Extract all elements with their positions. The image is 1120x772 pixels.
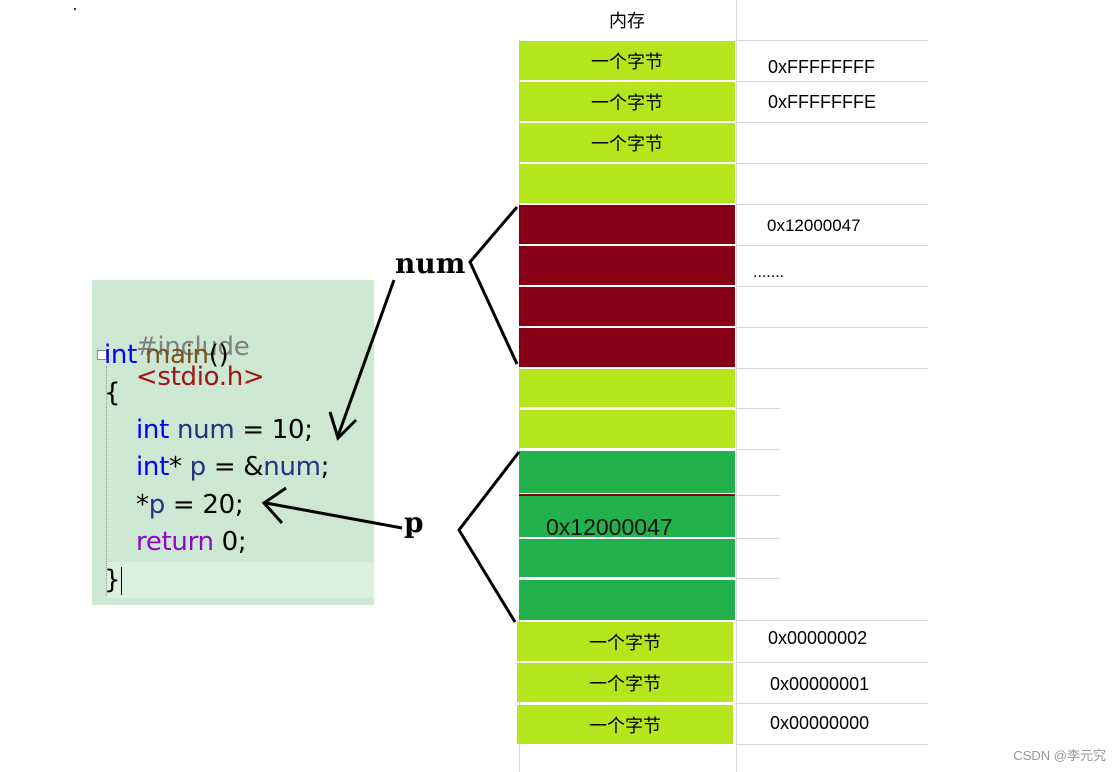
keyword-int: int — [136, 415, 169, 445]
include-header: <stdio.h> — [135, 362, 265, 392]
code-line-deref: *p = 20; — [136, 490, 244, 520]
address-label: 0xFFFFFFFE — [768, 92, 876, 112]
semicolon: ; — [320, 452, 330, 482]
byte-cell: 一个字节 — [519, 82, 735, 121]
p-byte-cell — [519, 451, 735, 493]
byte-label: 一个字节 — [591, 133, 663, 154]
label-p: p — [404, 506, 424, 539]
byte-cell — [519, 410, 735, 448]
text-caret — [121, 566, 123, 595]
num-byte-cell — [519, 205, 735, 244]
row-divider — [736, 204, 928, 205]
var-p-use: p — [148, 490, 166, 520]
byte-cell: 一个字节 — [517, 705, 733, 744]
fold-marker-icon — [97, 350, 107, 360]
row-divider — [736, 408, 780, 409]
code-line-open-brace: { — [104, 378, 121, 408]
assign-20: = 20; — [164, 490, 244, 520]
code-line-include: #include <stdio.h> — [104, 302, 265, 422]
p-bracket — [457, 451, 521, 623]
num-byte-cell — [519, 246, 735, 285]
byte-cell: 一个字节 — [517, 622, 733, 661]
row-divider — [736, 163, 928, 164]
table-column-divider — [736, 0, 737, 772]
watermark: CSDN @李元究 — [1013, 748, 1106, 763]
keyword-return: return — [136, 527, 214, 557]
byte-cell: 一个字节 — [517, 663, 733, 702]
memory-header: 内存 — [519, 0, 735, 40]
address-label: 0x12000047 — [767, 216, 861, 235]
row-divider — [736, 703, 928, 704]
address-label: 0x00000001 — [770, 674, 870, 694]
byte-cell — [519, 369, 735, 407]
num-byte-cell — [519, 328, 735, 367]
num-bracket — [468, 206, 519, 365]
row-divider — [736, 620, 928, 621]
row-divider — [736, 449, 780, 450]
main-parens: () — [208, 340, 229, 370]
ellipsis-label: ....... — [753, 264, 785, 281]
byte-label: 一个字节 — [591, 92, 663, 113]
row-divider — [736, 327, 928, 328]
row-divider — [736, 81, 928, 82]
var-p: p — [189, 452, 207, 482]
deref-star: * — [136, 490, 149, 520]
close-brace: } — [104, 565, 121, 595]
row-divider — [736, 538, 780, 539]
pointer-star: * — [169, 452, 190, 482]
label-num: num — [395, 247, 466, 280]
p-byte-cell — [519, 539, 735, 577]
code-panel: #include <stdio.h> int main() { int num … — [92, 280, 374, 605]
code-line-return: return 0; — [136, 527, 247, 557]
var-num: num — [176, 415, 235, 445]
stray-dot — [74, 8, 76, 10]
p-value-text: 0x12000047 — [546, 514, 673, 540]
keyword-int: int — [104, 340, 137, 370]
num-assign: = 10; — [234, 415, 313, 445]
byte-label: 一个字节 — [591, 51, 663, 72]
byte-cell — [519, 164, 735, 203]
row-divider — [736, 495, 780, 496]
row-divider — [736, 286, 928, 287]
byte-label: 一个字节 — [589, 632, 661, 653]
keyword-int: int — [136, 452, 169, 482]
var-num-ref: num — [263, 452, 321, 482]
memory-header-text: 内存 — [609, 11, 645, 31]
return-value: 0; — [213, 527, 247, 557]
byte-cell: 一个字节 — [519, 41, 735, 80]
include-directive: #include — [135, 332, 250, 362]
row-divider — [736, 578, 780, 579]
code-line-close-brace: } — [104, 565, 123, 595]
address-label: 0x00000002 — [768, 628, 868, 648]
row-divider — [736, 40, 928, 41]
address-label: 0xFFFFFFFF — [768, 57, 875, 77]
row-divider — [736, 122, 928, 123]
p-byte-cell — [519, 580, 735, 620]
address-of: = & — [205, 452, 264, 482]
code-line-num-decl: int num = 10; — [136, 415, 313, 445]
row-divider — [736, 368, 928, 369]
num-byte-cell — [519, 287, 735, 326]
code-line-main: int main() — [104, 340, 229, 370]
code-line-p-decl: int* p = &num; — [136, 452, 329, 482]
p-byte-cell — [519, 494, 735, 537]
function-main: main — [144, 340, 209, 370]
byte-label: 一个字节 — [589, 715, 661, 736]
current-line-highlight — [106, 562, 374, 598]
open-brace: { — [104, 378, 121, 408]
row-divider — [736, 245, 928, 246]
row-divider — [736, 744, 928, 745]
row-divider — [736, 662, 928, 663]
indent-guide — [106, 366, 108, 596]
address-label: 0x00000000 — [770, 713, 870, 733]
byte-label: 一个字节 — [589, 673, 661, 694]
byte-cell: 一个字节 — [519, 123, 735, 162]
